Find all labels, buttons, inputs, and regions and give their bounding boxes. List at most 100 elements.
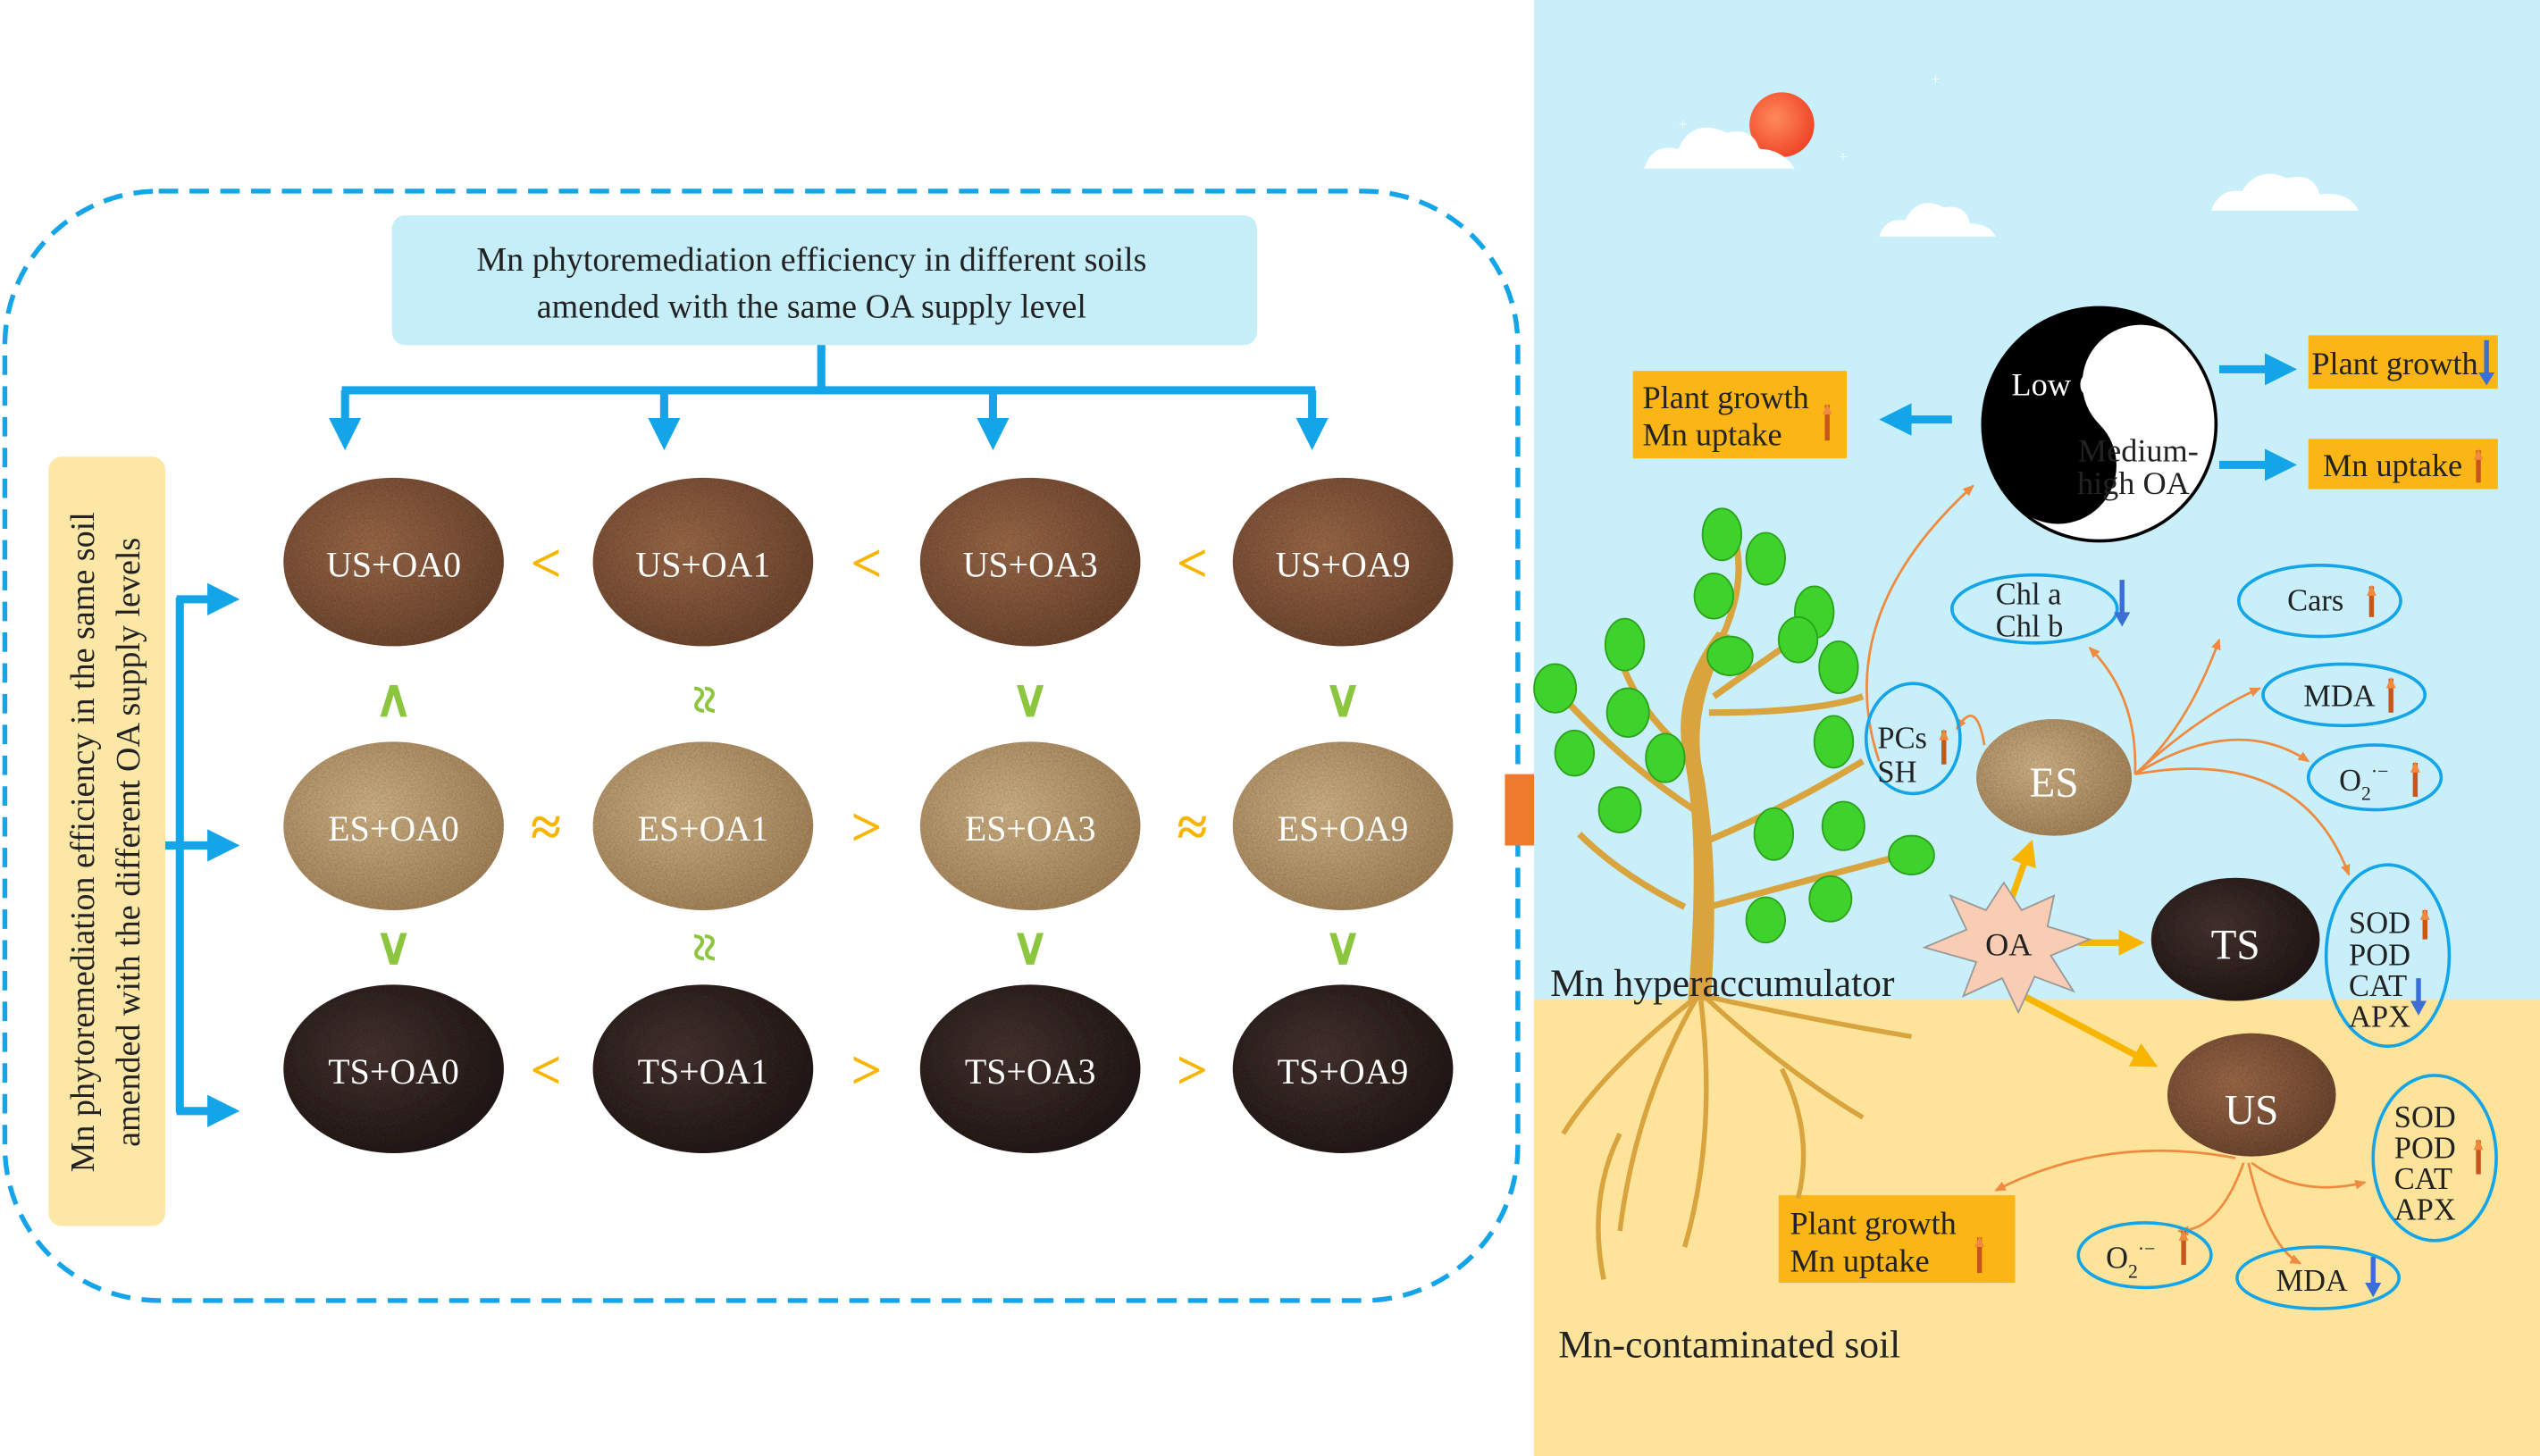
comparator-symbol: ≈ <box>1178 797 1208 858</box>
enzyme-sod: SOD <box>2349 906 2410 940</box>
comparator-symbol: > <box>1177 1040 1208 1100</box>
soil-sample-us <box>592 477 814 647</box>
enzyme-pod: POD <box>2349 939 2410 973</box>
soil-sample-label: ES+OA3 <box>965 808 1096 849</box>
bracket-arrows <box>164 582 240 1127</box>
dashed-frame <box>2 188 1521 1303</box>
comparator-symbol: ∨ <box>1011 917 1049 975</box>
growth-down-label: Plant growth <box>2311 346 2477 381</box>
svg-text:+: + <box>1678 115 1687 133</box>
soil-label: Mn-contaminated soil <box>1558 1323 1900 1366</box>
comparator-symbol: ∨ <box>1011 669 1049 727</box>
chl-b: Chl b <box>1996 610 2064 644</box>
soil-sample-ts <box>1232 984 1454 1153</box>
comparator-symbol: < <box>530 533 561 594</box>
plant-label: Mn hyperaccumulator <box>1550 962 1895 1005</box>
soil-sample-es <box>1232 741 1454 910</box>
soil-sample-us <box>919 477 1141 647</box>
oa-starburst-icon <box>1922 881 2092 1015</box>
comparator-symbol: ∨ <box>374 917 412 975</box>
soil-sample-label: ES+OA9 <box>1278 808 1409 849</box>
soil-sample-us <box>1232 477 1454 647</box>
enzyme-cat: CAT <box>2394 1162 2452 1196</box>
comparator-symbol: ≈ <box>675 933 733 962</box>
oa-label: OA <box>1985 927 2032 963</box>
tree-arrows <box>329 345 1329 451</box>
soil-sample-label: US+OA9 <box>1276 544 1411 584</box>
left-box-growth: Plant growth <box>1643 380 1809 415</box>
svg-text:+: + <box>1931 70 1940 88</box>
chl-a: Chl a <box>1996 577 2062 611</box>
soil-ts <box>2150 877 2320 1001</box>
down-arrow-icon <box>2410 1000 2427 1016</box>
top-title-line2: amended with the same OA supply level <box>537 288 1086 325</box>
soil-es <box>1976 719 2133 836</box>
left-box-uptake: Mn uptake <box>1643 417 1782 453</box>
o2-bottom-label: O2·− <box>2106 1238 2155 1282</box>
comparator-symbol: < <box>530 1040 561 1100</box>
soil-sample-es <box>283 741 504 910</box>
o2-top-label: O2·− <box>2339 760 2388 804</box>
pcs-label: PCs <box>1877 722 1927 756</box>
down-arrow-icon <box>2114 612 2131 627</box>
sun-icon <box>1749 92 1815 157</box>
bottom-box-growth: Plant growth <box>1790 1206 1957 1242</box>
top-title-line1: Mn phytoremediation efficiency in differ… <box>476 241 1146 279</box>
comparator-symbol: ≈ <box>675 685 733 714</box>
soil-sample-us <box>283 477 504 647</box>
soil-sample-label: US+OA3 <box>963 544 1098 584</box>
side-title-box <box>48 456 165 1226</box>
soil-sample-ts <box>919 984 1141 1153</box>
bottom-box-uptake: Mn uptake <box>1790 1243 1930 1278</box>
comparator-symbol: < <box>1177 533 1208 594</box>
soil-es-label: ES <box>2030 760 2079 807</box>
soil-us <box>2167 1033 2336 1157</box>
side-title-line2: amended with the different OA supply lev… <box>110 538 147 1147</box>
enzyme-pod: POD <box>2394 1131 2456 1165</box>
comparator-symbol: ≈ <box>531 797 561 858</box>
soil-sample-es <box>919 741 1141 910</box>
right-panel: +++ Low OA Medium- high OA Plant growth … <box>1533 0 2540 1456</box>
mda-top-label: MDA <box>2303 680 2375 714</box>
side-title-line1: Mn phytoremediation efficiency in the sa… <box>64 512 102 1172</box>
svg-text:+: + <box>1839 147 1848 165</box>
comparator-symbol: ∨ <box>1324 669 1362 727</box>
soil-sample-ts <box>283 984 504 1153</box>
soil-sample-es <box>592 741 814 910</box>
soil-sample-label: TS+OA0 <box>328 1051 459 1092</box>
enzyme-apx: APX <box>2394 1192 2456 1226</box>
mda-bottom-label: MDA <box>2276 1264 2347 1298</box>
uptake-up-label: Mn uptake <box>2323 448 2462 483</box>
soil-sample-label: US+OA1 <box>635 544 770 584</box>
high-oa-label-2: high OA <box>2077 465 2190 501</box>
comparator-symbol: > <box>851 1040 882 1100</box>
soil-sample-label: ES+OA0 <box>328 808 459 849</box>
yin-yang-icon: Low OA Medium- high OA <box>1981 305 2218 543</box>
comparator-symbol: < <box>851 533 882 594</box>
comparator-symbol: ∧ <box>374 669 412 727</box>
soil-ts-label: TS <box>2211 922 2260 968</box>
soil-sample-ts <box>592 984 814 1153</box>
soil-sample-label: TS+OA3 <box>965 1051 1096 1092</box>
enzyme-cat: CAT <box>2349 969 2407 1003</box>
top-title-box <box>391 215 1257 346</box>
soil-ground <box>1534 999 2540 1456</box>
comparator-symbol: > <box>851 797 882 858</box>
enzyme-apx: APX <box>2349 1000 2410 1034</box>
low-oa-label: Low OA <box>2011 366 2125 402</box>
high-oa-label-1: Medium- <box>2078 433 2199 469</box>
soil-us-label: US <box>2225 1087 2278 1134</box>
comparator-symbol: ∨ <box>1324 917 1362 975</box>
enzyme-sod: SOD <box>2394 1100 2456 1134</box>
cars-label: Cars <box>2287 584 2343 618</box>
soil-sample-label: TS+OA9 <box>1278 1051 1409 1092</box>
soil-sample-label: ES+OA1 <box>638 808 769 849</box>
cloud-icon <box>1644 127 2359 237</box>
plant-illustration <box>1533 507 1935 1280</box>
down-arrow-icon <box>2365 1282 2382 1298</box>
left-panel: Mn phytoremediation efficiency in differ… <box>2 188 1521 1303</box>
sh-label: SH <box>1877 756 1916 790</box>
soil-sample-label: US+OA0 <box>326 544 461 584</box>
